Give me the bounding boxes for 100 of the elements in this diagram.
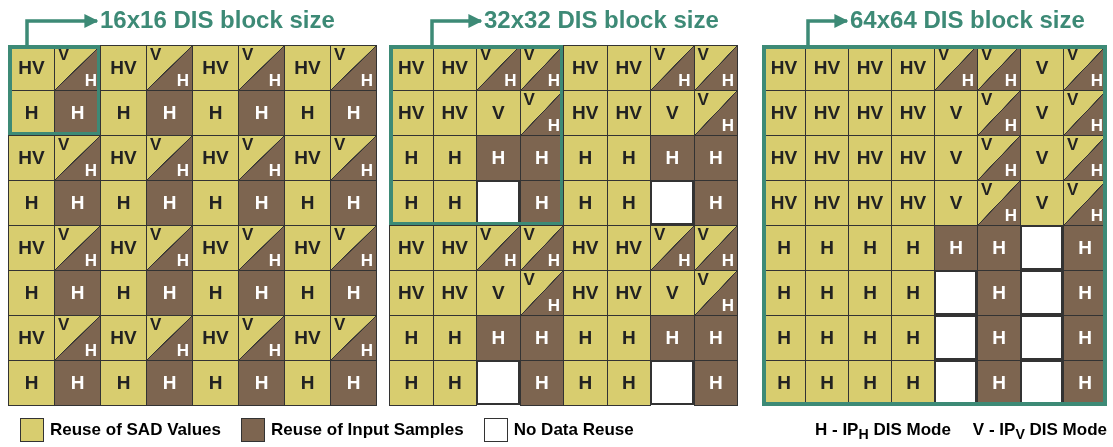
sad-reuse-cell: HV xyxy=(100,315,147,361)
sad-reuse-cell: HV xyxy=(192,225,239,271)
sad-reuse-cell: HV xyxy=(891,135,935,181)
sad-reuse-cell: H xyxy=(563,315,608,361)
mode-label: V xyxy=(58,226,70,244)
split-reuse-cell xyxy=(650,45,695,91)
mode-label: V xyxy=(334,136,346,154)
mode-label: H xyxy=(1004,117,1017,135)
sad-reuse-cell: H xyxy=(805,225,849,271)
block-frame xyxy=(8,45,101,136)
input-reuse-cell: H xyxy=(693,315,738,361)
mode-label: V xyxy=(242,46,254,64)
split-reuse-cell xyxy=(476,225,521,271)
mode-label: V xyxy=(654,226,666,244)
mode-label: H xyxy=(547,297,560,315)
mode-label: V xyxy=(150,46,162,64)
legend-label: No Data Reuse xyxy=(513,420,634,440)
mode-label: V xyxy=(150,316,162,334)
legend-label: Reuse of Input Samples xyxy=(271,420,464,440)
split-reuse-cell xyxy=(146,135,193,181)
sad-reuse-cell: HV xyxy=(563,225,608,271)
sad-reuse-cell: H xyxy=(192,270,239,316)
mode-label: V xyxy=(242,136,254,154)
mode-label: V xyxy=(58,316,70,334)
arrow xyxy=(25,14,99,47)
split-reuse-cell xyxy=(146,315,193,361)
input-reuse-cell: H xyxy=(238,270,285,316)
sad-reuse-cell: HV xyxy=(805,135,849,181)
split-reuse-cell xyxy=(330,45,377,91)
legend-label: Reuse of SAD Values xyxy=(50,420,221,440)
sad-reuse-cell: HV xyxy=(100,45,147,91)
sad-reuse-cell: H xyxy=(891,270,935,316)
sad-reuse-cell: V xyxy=(650,90,695,136)
no-reuse-cell xyxy=(1020,270,1063,315)
no-reuse-cell xyxy=(1020,225,1063,270)
sad-reuse-cell: HV xyxy=(100,135,147,181)
sad-reuse-cell: HV xyxy=(284,315,331,361)
mode-label: H xyxy=(268,72,281,90)
sad-reuse-cell: HV xyxy=(848,90,892,136)
mode-label: V xyxy=(1067,91,1079,109)
split-reuse-cell xyxy=(238,45,285,91)
input-reuse-cell: H xyxy=(519,315,564,361)
mode-label: H xyxy=(961,72,974,90)
sad-reuse-cell: H xyxy=(100,360,147,406)
sad-reuse-cell: H xyxy=(192,90,239,136)
input-reuse-cell: H xyxy=(54,360,101,406)
mode-label: V xyxy=(654,46,666,64)
mode-label: H xyxy=(721,72,734,90)
sad-reuse-cell: H xyxy=(284,270,331,316)
sad-reuse-cell: HV xyxy=(805,90,849,136)
mode-label: H xyxy=(360,72,373,90)
split-reuse-cell xyxy=(54,225,101,271)
input-reuse-cell: H xyxy=(238,90,285,136)
sad-reuse-cell: HV xyxy=(848,135,892,181)
mode-label: H xyxy=(1004,207,1017,225)
input-reuse-cell: H xyxy=(934,225,978,271)
split-reuse-cell xyxy=(330,225,377,271)
input-reuse-cell: H xyxy=(693,360,738,406)
split-reuse-cell xyxy=(238,315,285,361)
sad-reuse-cell: H xyxy=(606,135,651,181)
input-reuse-cell: H xyxy=(146,360,193,406)
mode-label: H xyxy=(547,252,560,270)
split-reuse-cell xyxy=(54,315,101,361)
block-frame xyxy=(389,45,564,226)
mode-label: V xyxy=(1067,136,1079,154)
sad-reuse-cell: HV xyxy=(563,45,608,91)
mode-label: H xyxy=(176,72,189,90)
split-reuse-cell xyxy=(977,180,1021,226)
mode-label: V xyxy=(981,91,993,109)
sad-reuse-cell: V xyxy=(1020,90,1064,136)
mode-label: V xyxy=(523,271,535,289)
input-reuse-cell: H xyxy=(650,135,695,181)
input-reuse-cell: H xyxy=(330,360,377,406)
mode-label: H xyxy=(268,252,281,270)
mode-label: H xyxy=(360,162,373,180)
no-reuse-cell xyxy=(650,180,694,225)
mode-label: H xyxy=(84,72,97,90)
mode-label: H xyxy=(721,297,734,315)
input-reuse-cell: H xyxy=(54,180,101,226)
split-reuse-cell xyxy=(238,135,285,181)
mode-label: H xyxy=(1004,72,1017,90)
sad-reuse-cell: H xyxy=(432,360,477,406)
mode-label: V xyxy=(58,136,70,154)
sad-reuse-cell: H xyxy=(563,135,608,181)
split-reuse-cell xyxy=(693,270,738,316)
input-reuse-cell: H xyxy=(476,315,521,361)
mode-label: V xyxy=(242,316,254,334)
input-reuse-cell: H xyxy=(146,270,193,316)
sad-reuse-cell: H xyxy=(389,360,434,406)
sad-reuse-cell: H xyxy=(848,270,892,316)
no-reuse-cell xyxy=(1020,315,1063,360)
sad-reuse-cell: V xyxy=(934,90,978,136)
mode-label: V xyxy=(150,136,162,154)
input-reuse-cell: H xyxy=(238,180,285,226)
sad-reuse-cell: HV xyxy=(192,315,239,361)
mode-label: V xyxy=(981,181,993,199)
mode-label: H xyxy=(504,252,517,270)
no-reuse-cell xyxy=(934,360,977,405)
sad-reuse-cell: H xyxy=(848,315,892,361)
split-reuse-cell xyxy=(519,225,564,271)
